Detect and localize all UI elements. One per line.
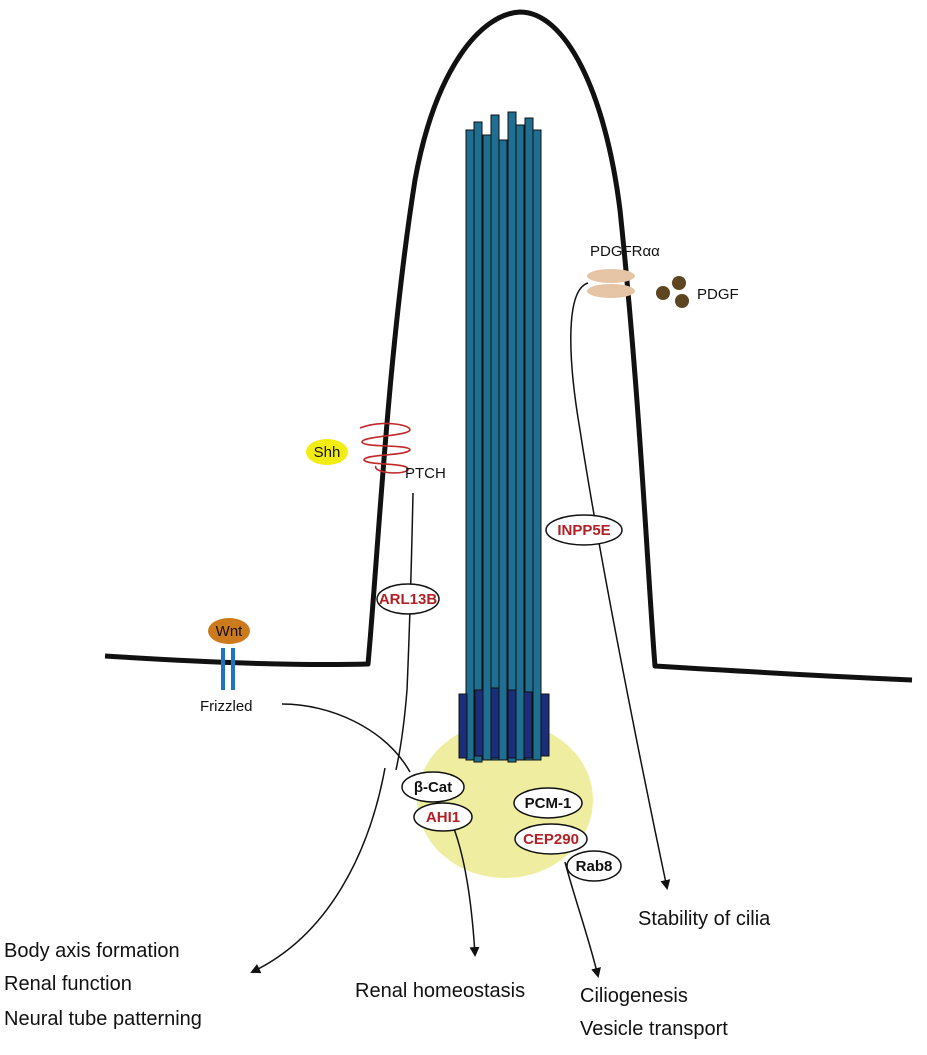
microtubule (465, 129, 475, 761)
basal-body-segment (458, 693, 468, 759)
wnt-label: Wnt (216, 623, 244, 640)
pdgfr-label: PDGFRαα (590, 243, 660, 260)
microtubule (524, 117, 534, 761)
ptch-receptor-coil (359, 422, 411, 474)
frizzled-label: Frizzled (200, 698, 253, 715)
outcome-stability-of-cilia: Stability of cilia (638, 908, 771, 930)
basal-body (458, 687, 550, 759)
basal-body-segment (523, 691, 533, 759)
microtubule (507, 111, 517, 763)
protein-beta-catenin: β-Cat (401, 771, 465, 803)
protein-inpp5e: INPP5E (545, 514, 623, 546)
shh-label: Shh (314, 444, 341, 461)
cell-membrane (104, 9, 913, 683)
cep290-outcome-arrow (564, 861, 601, 978)
outcome-renal-homeostasis: Renal homeostasis (355, 980, 525, 1002)
pcm1-label: PCM-1 (525, 795, 572, 812)
microtubule (490, 114, 500, 761)
pdgfr-receptor-bottom (587, 284, 635, 298)
protein-arl13b: ARL13B (376, 583, 440, 615)
frizzled-receptor-right (231, 648, 235, 690)
axoneme (465, 111, 542, 763)
microtubule (515, 124, 525, 761)
frizzled-receptor-left (221, 648, 225, 690)
inpp5e-label: INPP5E (557, 522, 610, 539)
pdgf-ligand-dot (675, 294, 689, 308)
rab8-label: Rab8 (576, 858, 613, 875)
pdgfr-receptor-top (587, 269, 635, 283)
basal-body-segment (490, 687, 500, 759)
ptch-label: PTCH (405, 465, 446, 482)
basal-body-segment (540, 693, 550, 757)
microtubule (498, 139, 508, 761)
pdgf-label: PDGF (697, 286, 739, 303)
hedgehog-pathway-line (395, 492, 414, 771)
outcome-body-axis-formation: Body axis formation (4, 940, 180, 962)
pdgf-pathway-line (570, 282, 671, 890)
protein-cep290: CEP290 (514, 823, 588, 855)
basal-body-segment (507, 689, 517, 759)
outcome-renal-function: Renal function (4, 973, 132, 995)
ahi1-outcome-arrow (452, 825, 480, 957)
pdgf-ligand-dot (672, 276, 686, 290)
wnt-pathway-line (281, 703, 411, 773)
ahi1-label: AHI1 (426, 809, 460, 826)
basal-body-segment (474, 689, 484, 757)
microtubule (532, 129, 542, 761)
outcome-neural-tube-patterning: Neural tube patterning (4, 1008, 202, 1030)
arl13b-label: ARL13B (379, 591, 438, 608)
protein-rab8: Rab8 (566, 850, 622, 882)
protein-pcm1: PCM-1 (513, 787, 583, 819)
protein-ahi1: AHI1 (413, 802, 473, 832)
shared-outcome-arrow (250, 767, 386, 974)
beta-catenin-label: β-Cat (414, 779, 452, 796)
cep290-label: CEP290 (523, 831, 579, 848)
microtubule (482, 134, 492, 761)
outcome-ciliogenesis: Ciliogenesis (580, 985, 688, 1007)
outcome-vesicle-transport: Vesicle transport (580, 1018, 728, 1040)
pdgf-ligand-dot (656, 286, 670, 300)
microtubule (473, 121, 483, 763)
shh-ligand (306, 439, 348, 465)
wnt-ligand (208, 618, 250, 644)
